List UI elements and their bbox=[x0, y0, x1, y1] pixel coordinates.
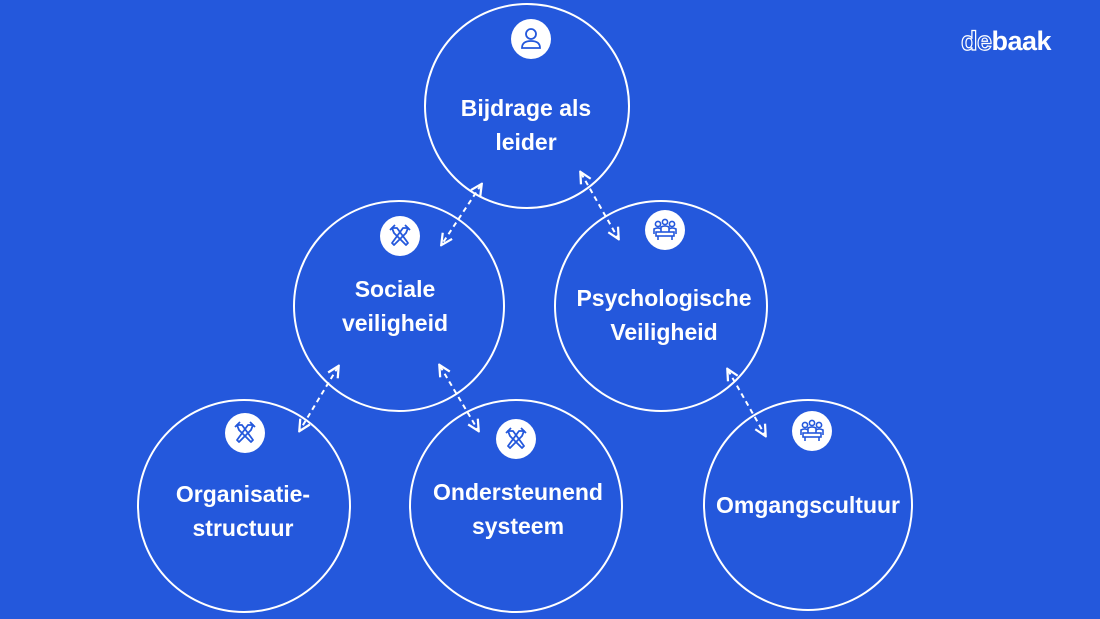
label-psychologische-veiligheid: Psychologische Veiligheid bbox=[554, 281, 774, 349]
label-line-1: Omgangscultuur bbox=[715, 492, 900, 518]
label-bijdrage-als-leider: Bijdrage als leider bbox=[416, 91, 636, 159]
label-line-1: Bijdrage als bbox=[460, 95, 592, 121]
label-line-2: leider bbox=[495, 129, 557, 155]
label-organisatiestructuur: Organisatie- structuur bbox=[133, 477, 353, 545]
circle-psychologische-veiligheid bbox=[554, 200, 768, 412]
team-icon bbox=[645, 210, 685, 250]
circle-bijdrage-als-leider bbox=[424, 3, 630, 209]
label-line-1: Organisatie- bbox=[175, 481, 311, 507]
arrow-leader-psych bbox=[581, 173, 618, 238]
arrow-leader-social bbox=[442, 185, 481, 244]
tools-icon bbox=[380, 216, 420, 256]
arrow-social-org bbox=[300, 367, 338, 430]
circle-sociale-veiligheid bbox=[293, 200, 505, 412]
arrow-social-support bbox=[440, 366, 478, 430]
label-line-2: Veiligheid bbox=[610, 319, 718, 345]
circle-ondersteunend-systeem bbox=[409, 399, 623, 613]
label-sociale-veiligheid: Sociale veiligheid bbox=[285, 272, 505, 340]
circle-organisatiestructuur bbox=[137, 399, 351, 613]
arrow-psych-culture bbox=[728, 370, 765, 435]
label-omgangscultuur: Omgangscultuur bbox=[698, 488, 918, 522]
circle-omgangscultuur bbox=[703, 399, 913, 611]
logo-baak: baak bbox=[991, 26, 1052, 56]
tools-icon bbox=[225, 413, 265, 453]
label-line-2: structuur bbox=[192, 515, 294, 541]
label-line-1: Psychologische bbox=[576, 285, 752, 311]
debaak-logo: debaak bbox=[960, 25, 1052, 57]
label-ondersteunend-systeem: Ondersteunend systeem bbox=[408, 475, 628, 543]
label-line-2: veiligheid bbox=[341, 310, 449, 336]
label-line-2: systeem bbox=[471, 513, 565, 539]
team-icon bbox=[792, 411, 832, 451]
logo-de: de bbox=[960, 25, 992, 56]
person-icon bbox=[511, 19, 551, 59]
tools-icon bbox=[496, 419, 536, 459]
label-line-1: Sociale bbox=[354, 276, 436, 302]
label-line-1: Ondersteunend bbox=[433, 479, 603, 505]
